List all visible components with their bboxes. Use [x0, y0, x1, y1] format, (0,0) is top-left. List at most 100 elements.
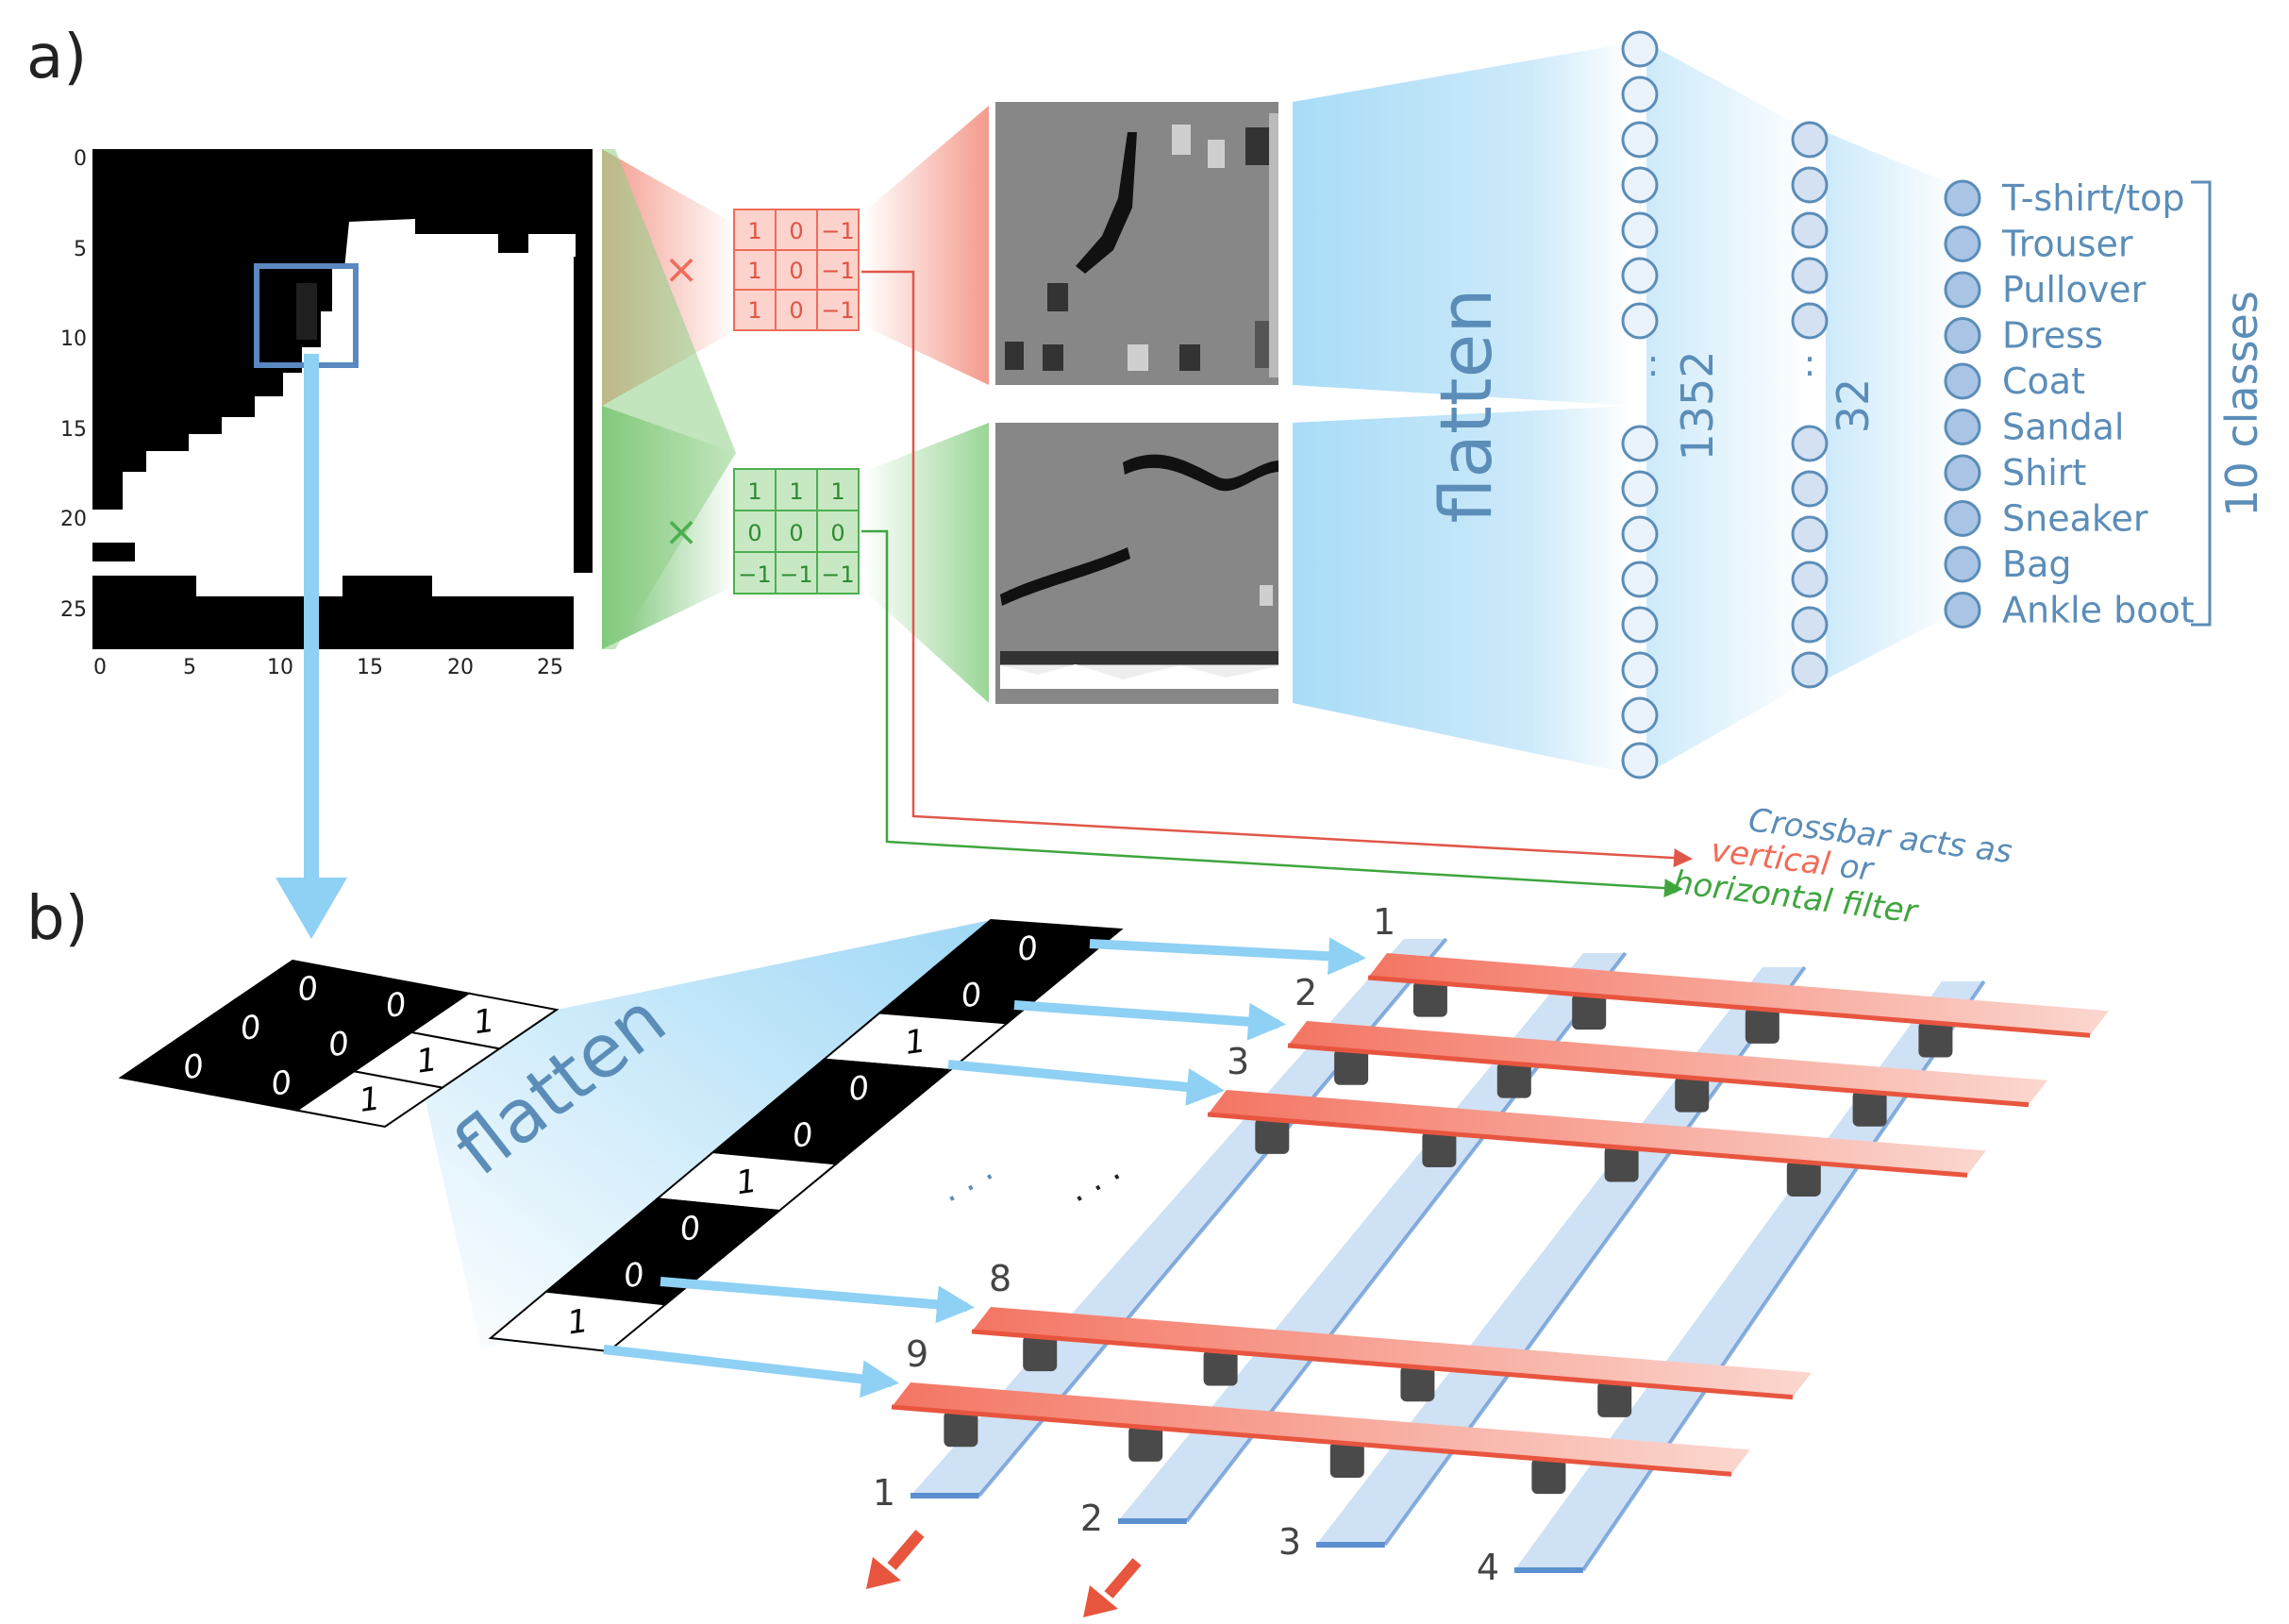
row-bar [1288, 1021, 2047, 1105]
green-triangle [602, 149, 736, 649]
neuron-node [1621, 651, 1659, 689]
classes-count-label: 10 classes [2216, 291, 2267, 517]
x-tick: 5 [183, 656, 196, 679]
classes-bracket [2191, 180, 2212, 627]
memristor-pillar [1400, 1365, 1435, 1402]
class-node [1944, 362, 1981, 400]
image-y-ticks: 0 5 10 15 20 25 [60, 147, 87, 622]
layer-1352-label: 1352 [1672, 350, 1723, 460]
y-tick: 20 [60, 508, 87, 531]
row-number: 2 [1295, 972, 1317, 1013]
kernel-cell: 1 [747, 258, 761, 284]
memristor-pillar [1334, 1048, 1369, 1085]
row-bar-edge [891, 1404, 1732, 1477]
memristor-pillar [1422, 1131, 1457, 1168]
image-x-ticks: 0 5 10 15 20 25 [93, 656, 563, 679]
neuron-node [1621, 742, 1659, 779]
x-tick: 15 [357, 656, 383, 679]
kernel-cell: 0 [789, 258, 803, 284]
note-or: or [1828, 846, 1877, 890]
row-bar [1368, 953, 2109, 1036]
blue-fan-dense1-to-dense2 [1646, 42, 1812, 774]
y-tick: 15 [60, 418, 87, 442]
memristor-pillar [1918, 1021, 1953, 1058]
y-tick: 0 [74, 147, 87, 171]
neuron-node [1791, 651, 1829, 689]
neuron-node [1791, 121, 1829, 159]
class-label: Sneaker [2002, 498, 2148, 540]
multiply-green: × [664, 508, 699, 556]
blue-fan-dense2-to-output [1826, 132, 1963, 679]
x-tick: 25 [537, 656, 563, 679]
kernel-cell: 0 [830, 520, 844, 546]
row-bar-edge [1367, 975, 2091, 1038]
kernel-cell: 0 [789, 297, 803, 324]
class-label: Sandal [2002, 407, 2124, 448]
memristor-pillar [1745, 1007, 1779, 1044]
class-label: Shirt [2002, 452, 2086, 494]
memristor-pillar [1786, 1160, 1821, 1197]
kernel-cell: −1 [821, 297, 854, 324]
x-tick: 20 [447, 656, 474, 679]
kernel-cell: −1 [821, 258, 854, 284]
row-bar [892, 1382, 1750, 1475]
y-tick: 5 [74, 238, 87, 261]
kernel-cell: 1 [830, 478, 844, 505]
dense-layer-1352 [1621, 30, 1659, 779]
neuron-node [1791, 561, 1829, 598]
memristor-pillar [1604, 1146, 1639, 1182]
neuron-node [1791, 606, 1829, 644]
class-label: Dress [2002, 315, 2103, 357]
row-bar [1208, 1090, 1986, 1176]
row-bar-edge [1287, 1043, 2030, 1108]
row-number: 1 [1373, 901, 1395, 943]
y-tick: 10 [60, 327, 87, 351]
neuron-node [1621, 257, 1659, 294]
memristor-pillar [1597, 1381, 1632, 1417]
neuron-node [1791, 425, 1829, 462]
class-node [1944, 592, 1981, 628]
class-label: Pullover [2002, 269, 2147, 310]
x-tick: 10 [267, 656, 293, 679]
input-arrow [660, 1277, 975, 1324]
memristor-pillar [1572, 994, 1607, 1030]
class-label: Trouser [2001, 224, 2133, 265]
row-bar-edge [1207, 1112, 1968, 1178]
patch-cell [294, 1070, 445, 1129]
class-label: Ankle boot [2002, 590, 2195, 631]
x-tick: 0 [93, 656, 107, 679]
neuron-node [1791, 211, 1829, 249]
ellipsis-left: · · · [938, 1158, 1004, 1218]
memristor-pillar [1675, 1076, 1710, 1113]
neuron-node [1621, 606, 1659, 644]
memristor-pillar [1203, 1349, 1238, 1386]
class-label: Coat [2002, 360, 2085, 402]
row-bar-edge [971, 1329, 1794, 1400]
kernel-cell: 0 [747, 520, 761, 546]
class-label: Bag [2002, 544, 2071, 585]
output-arrow-2 [1083, 1558, 1142, 1617]
neuron-node [1621, 121, 1659, 159]
column-number: 2 [1080, 1498, 1103, 1539]
blue-fan-map2-to-dense [1293, 406, 1632, 774]
class-node [1944, 409, 1981, 445]
neuron-node [1621, 211, 1659, 249]
output-arrow-1 [866, 1530, 925, 1589]
kernel-cell: −1 [821, 218, 854, 244]
column-number: 1 [873, 1472, 895, 1514]
memristor-pillar [1329, 1442, 1364, 1479]
neuron-node [1791, 302, 1829, 340]
class-node [1944, 317, 1981, 354]
neuron-node [1791, 515, 1829, 553]
memristor-pillar [1128, 1425, 1163, 1462]
memristor-pillar [1496, 1062, 1531, 1098]
flatten-label-a: flatten [1424, 289, 1508, 524]
kernel-cell: −1 [779, 561, 812, 588]
neuron-node [1621, 561, 1659, 598]
vertical-kernel: 1 0 −1 1 0 −1 1 0 −1 [733, 209, 860, 331]
class-node [1944, 545, 1981, 583]
input-arrow [1013, 1000, 1286, 1041]
